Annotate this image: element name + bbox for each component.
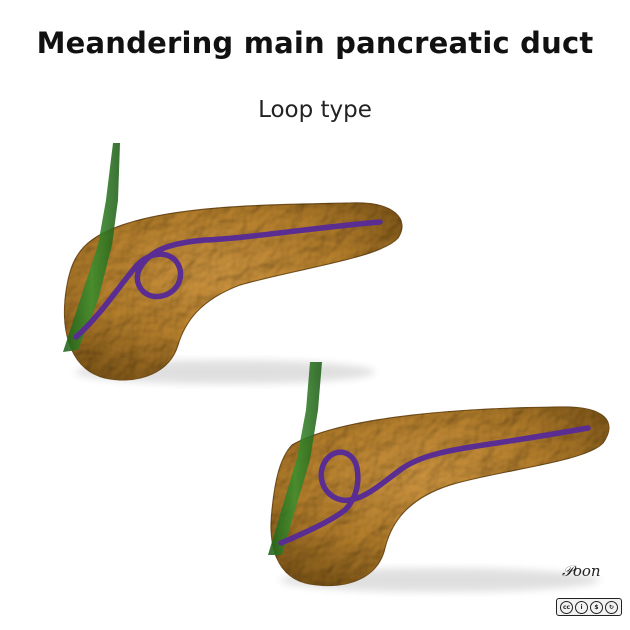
by-icon: i — [575, 600, 588, 614]
sa-icon: ↻ — [605, 600, 618, 614]
page-subtitle: Loop type — [258, 97, 372, 123]
bile-duct-upper — [63, 143, 120, 352]
pancreatic-duct-upper — [73, 219, 383, 340]
author-signature-icon: 𝒫oon — [562, 562, 601, 580]
pancreas-upper-body — [63, 202, 403, 381]
cc-icon: cc — [560, 600, 573, 614]
page-title: Meandering main pancreatic duct — [36, 26, 594, 60]
pancreatic-duct-lower — [278, 425, 591, 546]
bile-duct-lower — [268, 362, 322, 555]
cc-by-nc-sa-license-icon: cc i $ ↻ — [556, 598, 622, 616]
pancreas-lower — [270, 406, 610, 592]
nc-icon: $ — [590, 600, 603, 614]
pancreas-upper — [63, 202, 403, 384]
